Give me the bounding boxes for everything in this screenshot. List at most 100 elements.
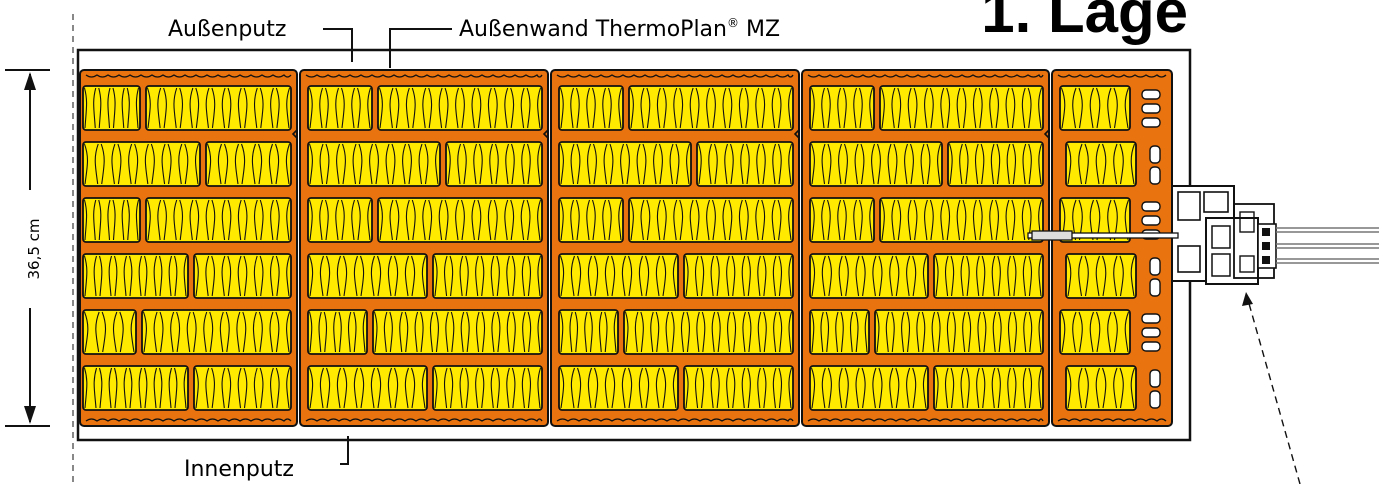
insulation-pattern — [684, 255, 793, 297]
insulation-block — [1065, 253, 1137, 299]
leader-lines — [323, 28, 452, 465]
insulation-block — [879, 197, 1044, 243]
insulation-block — [628, 85, 794, 131]
insulation-pattern — [446, 143, 542, 185]
insulation-block — [558, 309, 619, 355]
insulation-block — [193, 365, 292, 411]
insulation-pattern — [880, 199, 1043, 241]
insulation-pattern — [433, 367, 542, 409]
brick-top-edge — [1057, 74, 1167, 78]
brick-joint — [793, 129, 800, 139]
insulation-pattern — [875, 311, 1043, 353]
insulation-block — [874, 309, 1044, 355]
brick-joint — [1043, 129, 1050, 139]
insulation-pattern — [373, 311, 542, 353]
insulation-pattern — [559, 199, 623, 241]
insulation-block — [558, 365, 679, 411]
insulation-pattern — [194, 367, 291, 409]
perforation-slot — [1149, 166, 1161, 185]
brick-top-edge — [85, 74, 292, 78]
insulation-pattern — [433, 255, 542, 297]
brick-bottom-edge — [556, 418, 794, 422]
insulation-block — [809, 141, 943, 187]
window-frame-detail — [1171, 185, 1277, 285]
insulation-pattern — [308, 143, 440, 185]
insulation-pattern — [1066, 143, 1136, 185]
brick-joint — [542, 129, 549, 139]
perforation-slot — [1141, 327, 1161, 338]
insulation-block — [628, 197, 794, 243]
insulation-pattern — [1060, 87, 1130, 129]
layer-title: 1. Lage — [981, 0, 1188, 45]
brick-4 — [801, 69, 1050, 427]
insulation-pattern — [948, 143, 1043, 185]
insulation-block — [558, 85, 624, 131]
insulation-block — [1059, 197, 1131, 243]
insulation-block — [307, 197, 373, 243]
perforation-slot — [1141, 215, 1161, 226]
insulation-block — [145, 197, 292, 243]
brick-bottom-edge — [85, 418, 292, 422]
perforation-slot — [1149, 369, 1161, 388]
perforation-slot — [1141, 89, 1161, 100]
window-pointer-arrowhead — [1242, 292, 1253, 306]
anchor-screw — [1027, 230, 1179, 241]
insulation-pattern — [684, 367, 793, 409]
perforation-slot — [1149, 390, 1161, 409]
insulation-pattern — [83, 143, 200, 185]
insulation-pattern — [308, 87, 372, 129]
insulation-block — [1065, 141, 1137, 187]
insulation-pattern — [308, 311, 367, 353]
insulation-pattern — [83, 311, 136, 353]
insulation-pattern — [880, 87, 1043, 129]
interior-plaster-label: Innenputz — [184, 457, 294, 482]
insulation-block — [558, 141, 692, 187]
perforation-slot — [1141, 117, 1161, 128]
perforation-slot — [1149, 145, 1161, 164]
insulation-pattern — [83, 87, 140, 129]
perforation-slot — [1141, 103, 1161, 114]
insulation-pattern — [378, 199, 542, 241]
brick-end — [1051, 69, 1173, 427]
exterior-wall-label-text: Außenwand ThermoPlan — [459, 17, 727, 42]
insulation-block — [809, 197, 875, 243]
insulation-pattern — [624, 311, 793, 353]
insulation-pattern — [629, 87, 793, 129]
insulation-pattern — [146, 87, 291, 129]
insulation-pattern — [308, 255, 427, 297]
insulation-block — [141, 309, 292, 355]
insulation-block — [82, 141, 201, 187]
insulation-block — [432, 365, 543, 411]
brick-bottom-edge — [305, 418, 543, 422]
insulation-pattern — [83, 199, 140, 241]
insulation-pattern — [1066, 255, 1136, 297]
insulation-block — [947, 141, 1044, 187]
insulation-pattern — [206, 143, 291, 185]
insulation-pattern — [308, 367, 427, 409]
insulation-pattern — [308, 199, 372, 241]
insulation-pattern — [629, 199, 793, 241]
insulation-pattern — [810, 87, 874, 129]
brick-joint — [291, 129, 298, 139]
insulation-block — [809, 309, 870, 355]
insulation-pattern — [810, 143, 942, 185]
glazing-lines — [1276, 227, 1379, 264]
brick-top-edge — [305, 74, 543, 78]
insulation-block — [377, 85, 543, 131]
insulation-pattern — [142, 311, 291, 353]
brick-1 — [79, 69, 298, 427]
insulation-block — [1059, 85, 1131, 131]
insulation-block — [696, 141, 794, 187]
insulation-block — [445, 141, 543, 187]
insulation-pattern — [559, 255, 678, 297]
brick-3 — [550, 69, 800, 427]
insulation-pattern — [810, 255, 928, 297]
insulation-pattern — [559, 87, 623, 129]
insulation-block — [307, 85, 373, 131]
insulation-block — [933, 253, 1044, 299]
insulation-block — [558, 253, 679, 299]
insulation-block — [809, 85, 875, 131]
insulation-pattern — [146, 199, 291, 241]
